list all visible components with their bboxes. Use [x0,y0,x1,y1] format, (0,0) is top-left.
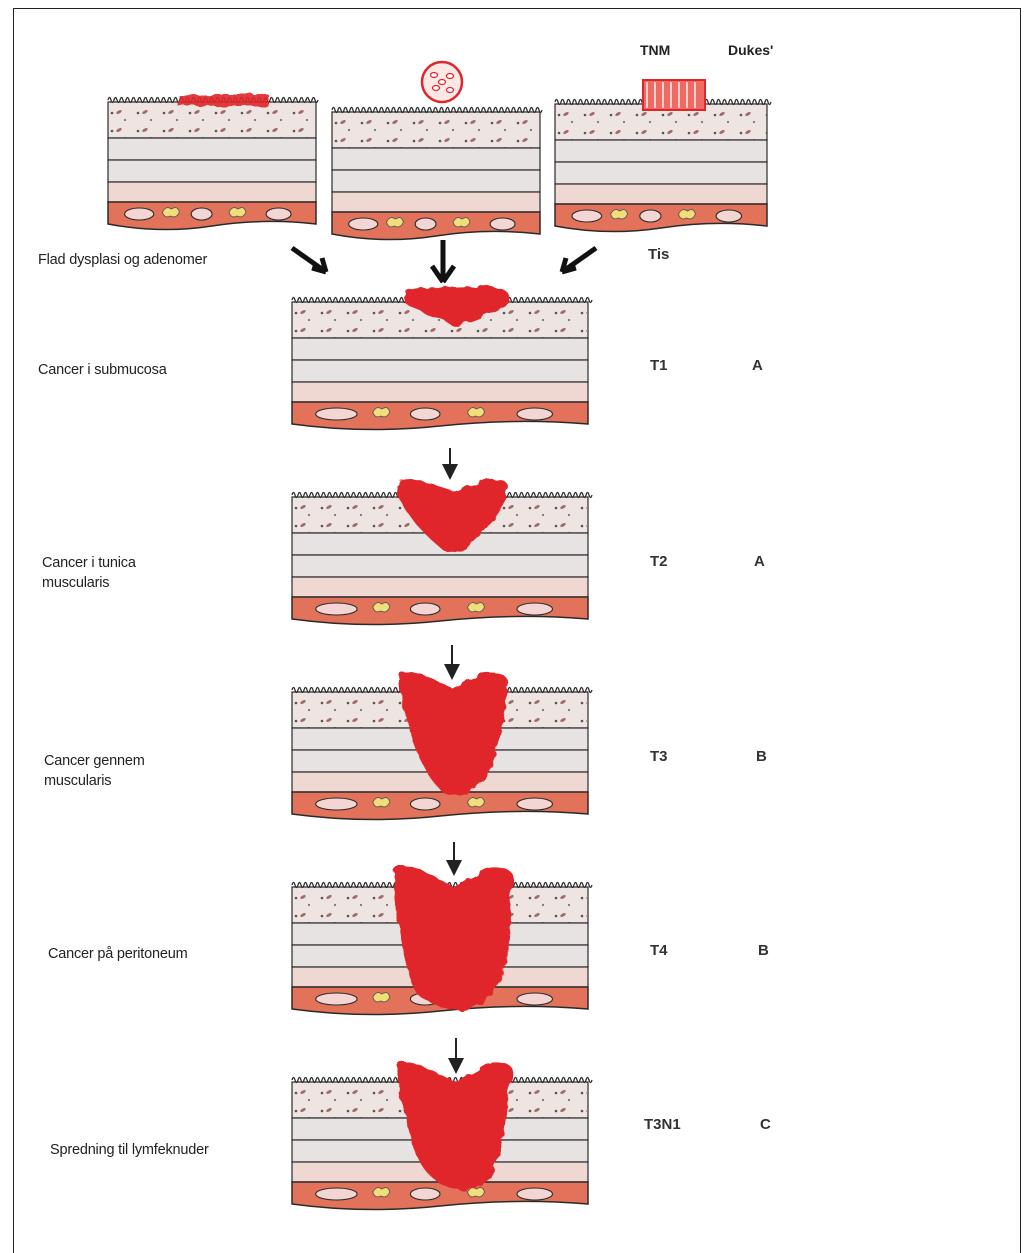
bowel-wall-section-stage-t3 [292,672,592,820]
stage-label: Cancer på peritoneum [48,944,187,964]
tnm-value: T1 [650,357,668,374]
bowel-wall-section-stage-t2 [292,479,592,625]
arrow-down-right-icon [292,248,326,272]
bowel-wall-section [555,80,771,232]
stage-label-flat-dysplasia: Flad dysplasi og adenomer [38,250,207,270]
stage-label: Cancer i submucosa [38,360,167,380]
dukes-value: C [760,1116,771,1133]
bowel-wall-section [332,62,542,240]
dukes-value: A [754,553,765,570]
bowel-wall-section-stage-t1 [292,286,592,430]
tnm-value: T3N1 [644,1116,681,1133]
tnm-header: TNM [640,42,670,58]
stage-label: Cancer gennem muscularis [44,751,145,791]
tnm-value: T3 [650,748,668,765]
arrow-down-icon [432,240,454,282]
bowel-wall-section-stage-t4 [292,866,592,1014]
dukes-value: B [758,942,769,959]
tnm-value: T2 [650,553,668,570]
tnm-value: T4 [650,942,668,959]
bowel-wall-section [108,94,318,230]
dukes-header: Dukes' [728,42,773,58]
stage-label: Spredning til lymfeknuder [50,1140,209,1160]
stage-label: Cancer i tunica muscularis [42,553,136,593]
bowel-wall-section-stage-t3n1 [292,1062,592,1210]
dukes-value: A [752,357,763,374]
arrow-down-left-icon [562,248,596,272]
tnm-value-tis: Tis [648,246,669,263]
dukes-value: B [756,748,767,765]
